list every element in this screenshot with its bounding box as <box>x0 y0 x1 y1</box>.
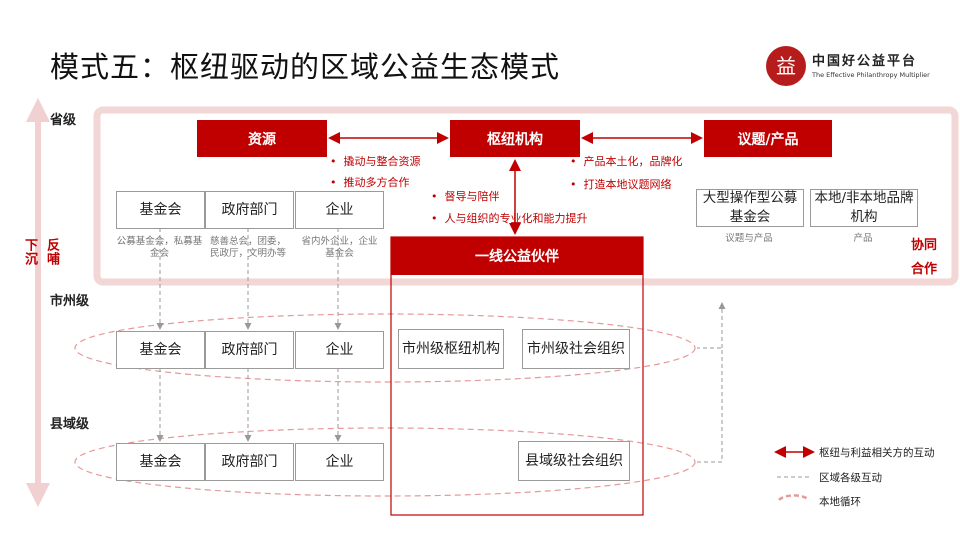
level-county: 县域级 <box>50 417 90 432</box>
topics-box: 议题/产品 <box>704 120 832 157</box>
city-enterprise-box: 企业 <box>295 331 384 369</box>
side-label-down: 下沉 <box>22 238 37 266</box>
province-band <box>93 106 959 286</box>
province-government-box: 政府部门 <box>205 191 294 229</box>
city-government-box: 政府部门 <box>205 331 294 369</box>
city-loop-ellipse <box>74 313 696 383</box>
note-big-foundation: 议题与产品 <box>725 233 773 244</box>
frontline-box: 一线公益伙伴 <box>391 237 643 275</box>
logo-seal-icon: 益 <box>766 46 806 86</box>
note-government: 慈善总会，团委，民政厅，文明办等 <box>209 236 286 259</box>
city-foundation-box: 基金会 <box>116 331 205 369</box>
county-social-org-box: 县域级社会组织 <box>518 441 630 481</box>
legend-item-hub-interaction: 枢纽与利益相关方的互动 <box>819 447 935 459</box>
bullet-resources-hub-2: • 推动多方合作 <box>330 176 410 189</box>
bullet-text: 人与组织的专业化和能力提升 <box>444 212 588 225</box>
note-brand-orgs: 产品 <box>853 233 873 244</box>
coop-label: 协同合作 <box>911 238 938 277</box>
bullet-resources-hub-1: • 撬动与整合资源 <box>330 155 421 168</box>
bullet-hub-topics-2: • 打造本地议题网络 <box>570 178 672 191</box>
province-brand-orgs-box: 本地/非本地品牌机构 <box>810 189 918 227</box>
bullet-hub-frontline-2: • 人与组织的专业化和能力提升 <box>431 212 588 225</box>
page-title: 模式五：枢纽驱动的区域公益生态模式 <box>50 50 561 84</box>
province-foundation-box: 基金会 <box>116 191 205 229</box>
hub-box: 枢纽机构 <box>450 120 580 157</box>
city-hub-box: 市州级枢纽机构 <box>398 329 504 369</box>
bullet-hub-frontline-1: • 督导与陪伴 <box>431 190 500 203</box>
county-loop-ellipse <box>74 427 696 497</box>
logo-name-en: The Effective Philanthropy Multiplier <box>812 71 930 79</box>
note-enterprise: 省内外企业，企业基金会 <box>301 236 378 259</box>
bullet-text: 推动多方合作 <box>343 176 410 189</box>
side-label-up: 反哺 <box>44 238 59 266</box>
bullet-text: 打造本地议题网络 <box>583 178 672 191</box>
logo-name-cn: 中国好公益平台 <box>812 54 918 69</box>
county-government-box: 政府部门 <box>205 443 294 481</box>
legend-item-level-interaction: 区域各级互动 <box>819 472 882 484</box>
logo: 益 中国好公益平台 The Effective Philanthropy Mul… <box>766 46 936 92</box>
legend-loop-arc <box>778 494 810 501</box>
legend-item-local-loop: 本地循环 <box>819 496 861 508</box>
county-foundation-box: 基金会 <box>116 443 205 481</box>
city-social-org-box: 市州级社会组织 <box>522 329 630 369</box>
resources-box: 资源 <box>197 120 327 157</box>
bullet-hub-topics-1: • 产品本土化，品牌化 <box>570 155 683 168</box>
province-big-foundation-box: 大型操作型公募基金会 <box>696 189 804 227</box>
county-enterprise-box: 企业 <box>295 443 384 481</box>
note-foundation: 公募基金会，私募基金会 <box>116 236 203 259</box>
level-city: 市州级 <box>50 294 90 309</box>
bullet-text: 产品本土化，品牌化 <box>583 155 683 168</box>
bullet-text: 督导与陪伴 <box>444 190 500 203</box>
dash-feedback-up <box>697 347 723 463</box>
level-province: 省级 <box>50 113 77 128</box>
bullet-text: 撬动与整合资源 <box>343 155 421 168</box>
province-enterprise-box: 企业 <box>295 191 384 229</box>
